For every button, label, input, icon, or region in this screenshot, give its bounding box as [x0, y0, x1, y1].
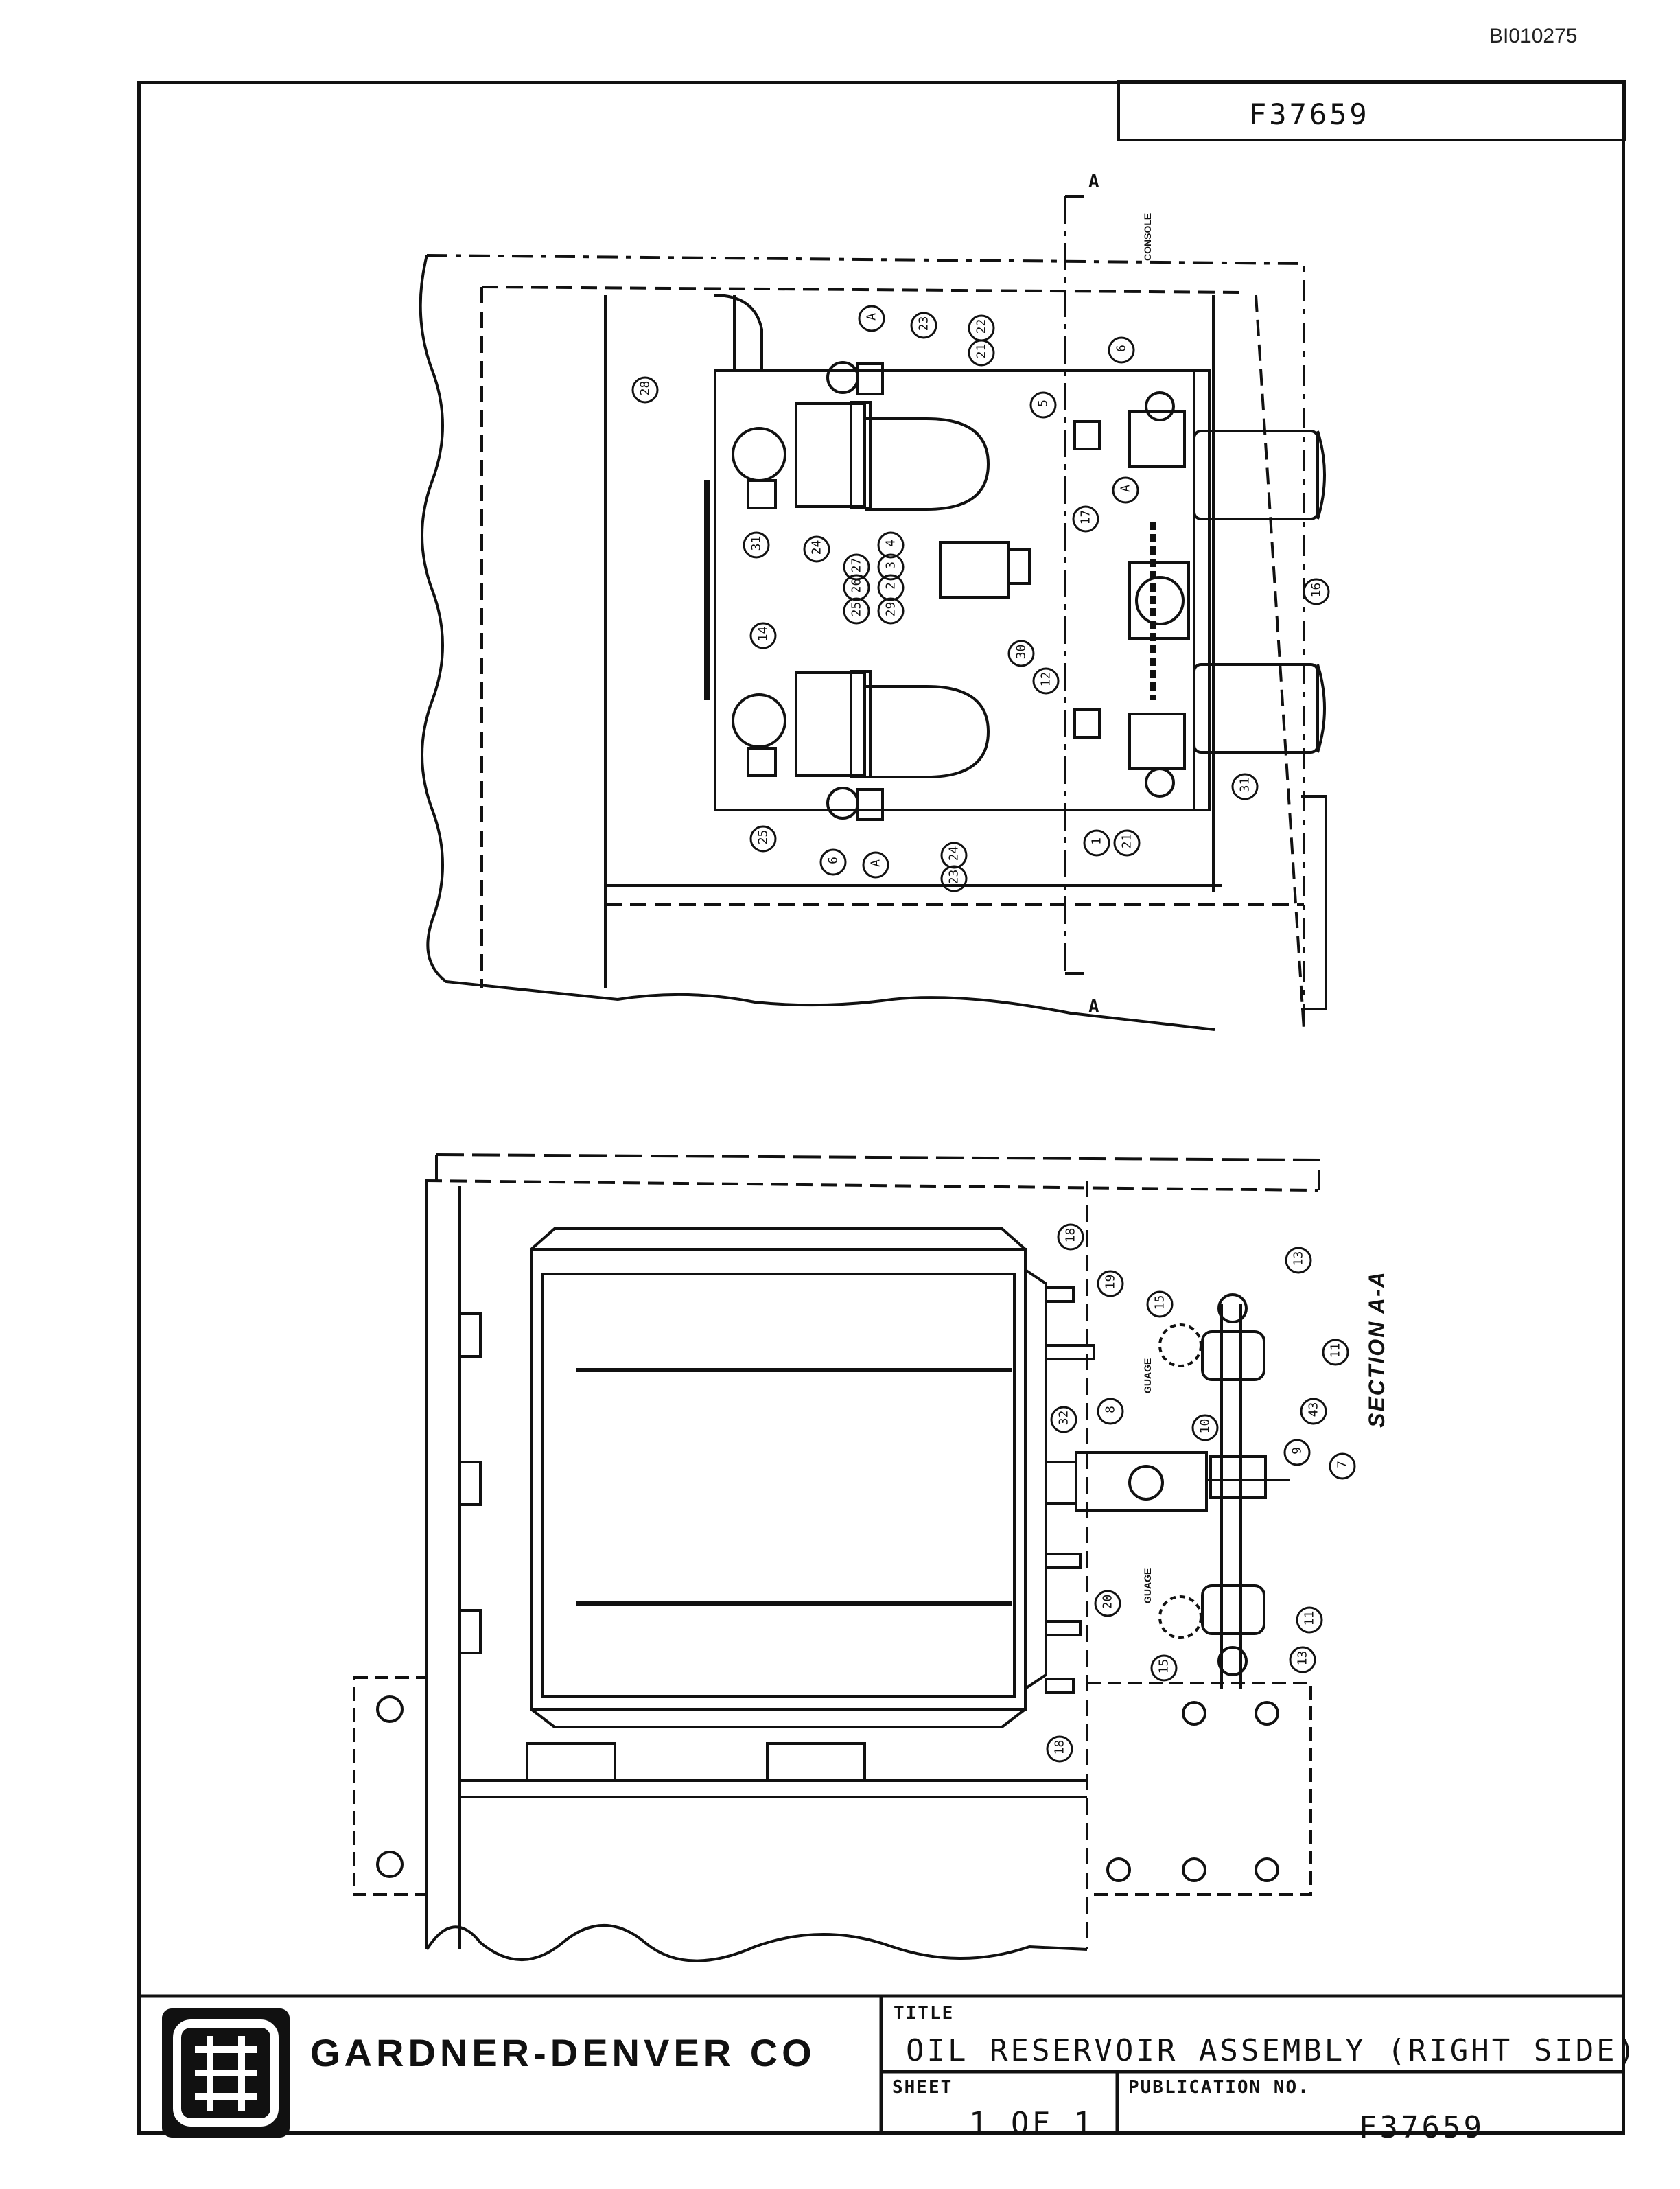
sheet-value: 1 OF 1	[969, 2106, 1095, 2141]
callout-number: 21	[974, 343, 989, 359]
callout-number: 4	[883, 540, 898, 547]
company-name: GARDNER-DENVER CO	[310, 2031, 816, 2074]
callout-number: 18	[1052, 1739, 1067, 1755]
callout-number: 28	[638, 380, 653, 396]
callout-number: 11	[1302, 1610, 1317, 1626]
publication-number: F37659	[1359, 2110, 1484, 2145]
gardner-denver-logo	[162, 2008, 290, 2138]
sheet-label: SHEET	[892, 2077, 953, 2098]
callout-number: 25	[756, 829, 771, 845]
callout-number: 13	[1295, 1650, 1310, 1666]
callout-number: 18	[1063, 1227, 1078, 1243]
section-view	[353, 1153, 1320, 1962]
callout-number: 9	[1290, 1447, 1305, 1455]
callout-number: 13	[1291, 1251, 1306, 1266]
callout-number: 23	[946, 869, 961, 885]
callout-number: 1	[1089, 837, 1104, 845]
callout-number: A	[868, 859, 883, 867]
callout-number: 22	[974, 318, 989, 334]
gauge-label-lower: GUAGE	[1142, 1568, 1153, 1603]
callout-number: 20	[1100, 1594, 1115, 1610]
drawing-title: OIL RESERVOIR ASSEMBLY (RIGHT SIDE)	[906, 2033, 1639, 2068]
callout-number: 24	[809, 540, 824, 555]
document-id: BI010275	[1489, 25, 1578, 47]
callout-number: 5	[1036, 399, 1051, 407]
callout-number: 11	[1328, 1343, 1343, 1358]
gauge-label-upper: GUAGE	[1142, 1358, 1153, 1393]
top-view-callouts	[631, 305, 1330, 892]
callout-number: 19	[1103, 1274, 1118, 1290]
callout-number: 31	[749, 535, 764, 551]
callout-number: 21	[1119, 833, 1134, 849]
callout-number: 6	[826, 857, 841, 864]
title-label: TITLE	[894, 2003, 955, 2024]
header-number-box	[1117, 80, 1626, 141]
callout-number: 17	[1078, 509, 1093, 525]
callout-number: 14	[756, 626, 771, 642]
section-label: SECTION A-A	[1364, 1271, 1389, 1428]
callout-number: 15	[1156, 1658, 1171, 1674]
publication-label: PUBLICATION NO.	[1128, 2077, 1310, 2098]
header-publication-number: F37659	[1249, 97, 1370, 131]
callout-number: 43	[1306, 1402, 1321, 1417]
callout-number: 7	[1335, 1461, 1350, 1468]
callout-number: A	[1118, 485, 1133, 492]
callout-number: 25	[849, 601, 864, 617]
callout-number: 31	[1237, 777, 1252, 793]
callout-number: 16	[1309, 582, 1324, 598]
callout-number: 15	[1152, 1295, 1167, 1310]
callout-number: 10	[1198, 1418, 1213, 1434]
top-view	[419, 195, 1327, 1031]
section-view-callouts	[1046, 1223, 1356, 1763]
section-marker-top: A	[1088, 172, 1099, 192]
callout-number: 6	[1114, 345, 1129, 352]
callout-number: 30	[1014, 644, 1029, 660]
callout-number: 29	[883, 601, 898, 617]
callout-number: A	[864, 313, 879, 321]
console-label: CONSOLE	[1142, 213, 1153, 261]
callout-number: 23	[916, 316, 931, 332]
title-block-lines	[137, 1994, 1625, 2135]
callout-number: 12	[1038, 671, 1053, 687]
callout-number: 32	[1056, 1410, 1071, 1426]
callout-number: 27	[849, 557, 864, 573]
section-marker-bottom: A	[1088, 997, 1099, 1017]
callout-number: 8	[1103, 1406, 1118, 1413]
